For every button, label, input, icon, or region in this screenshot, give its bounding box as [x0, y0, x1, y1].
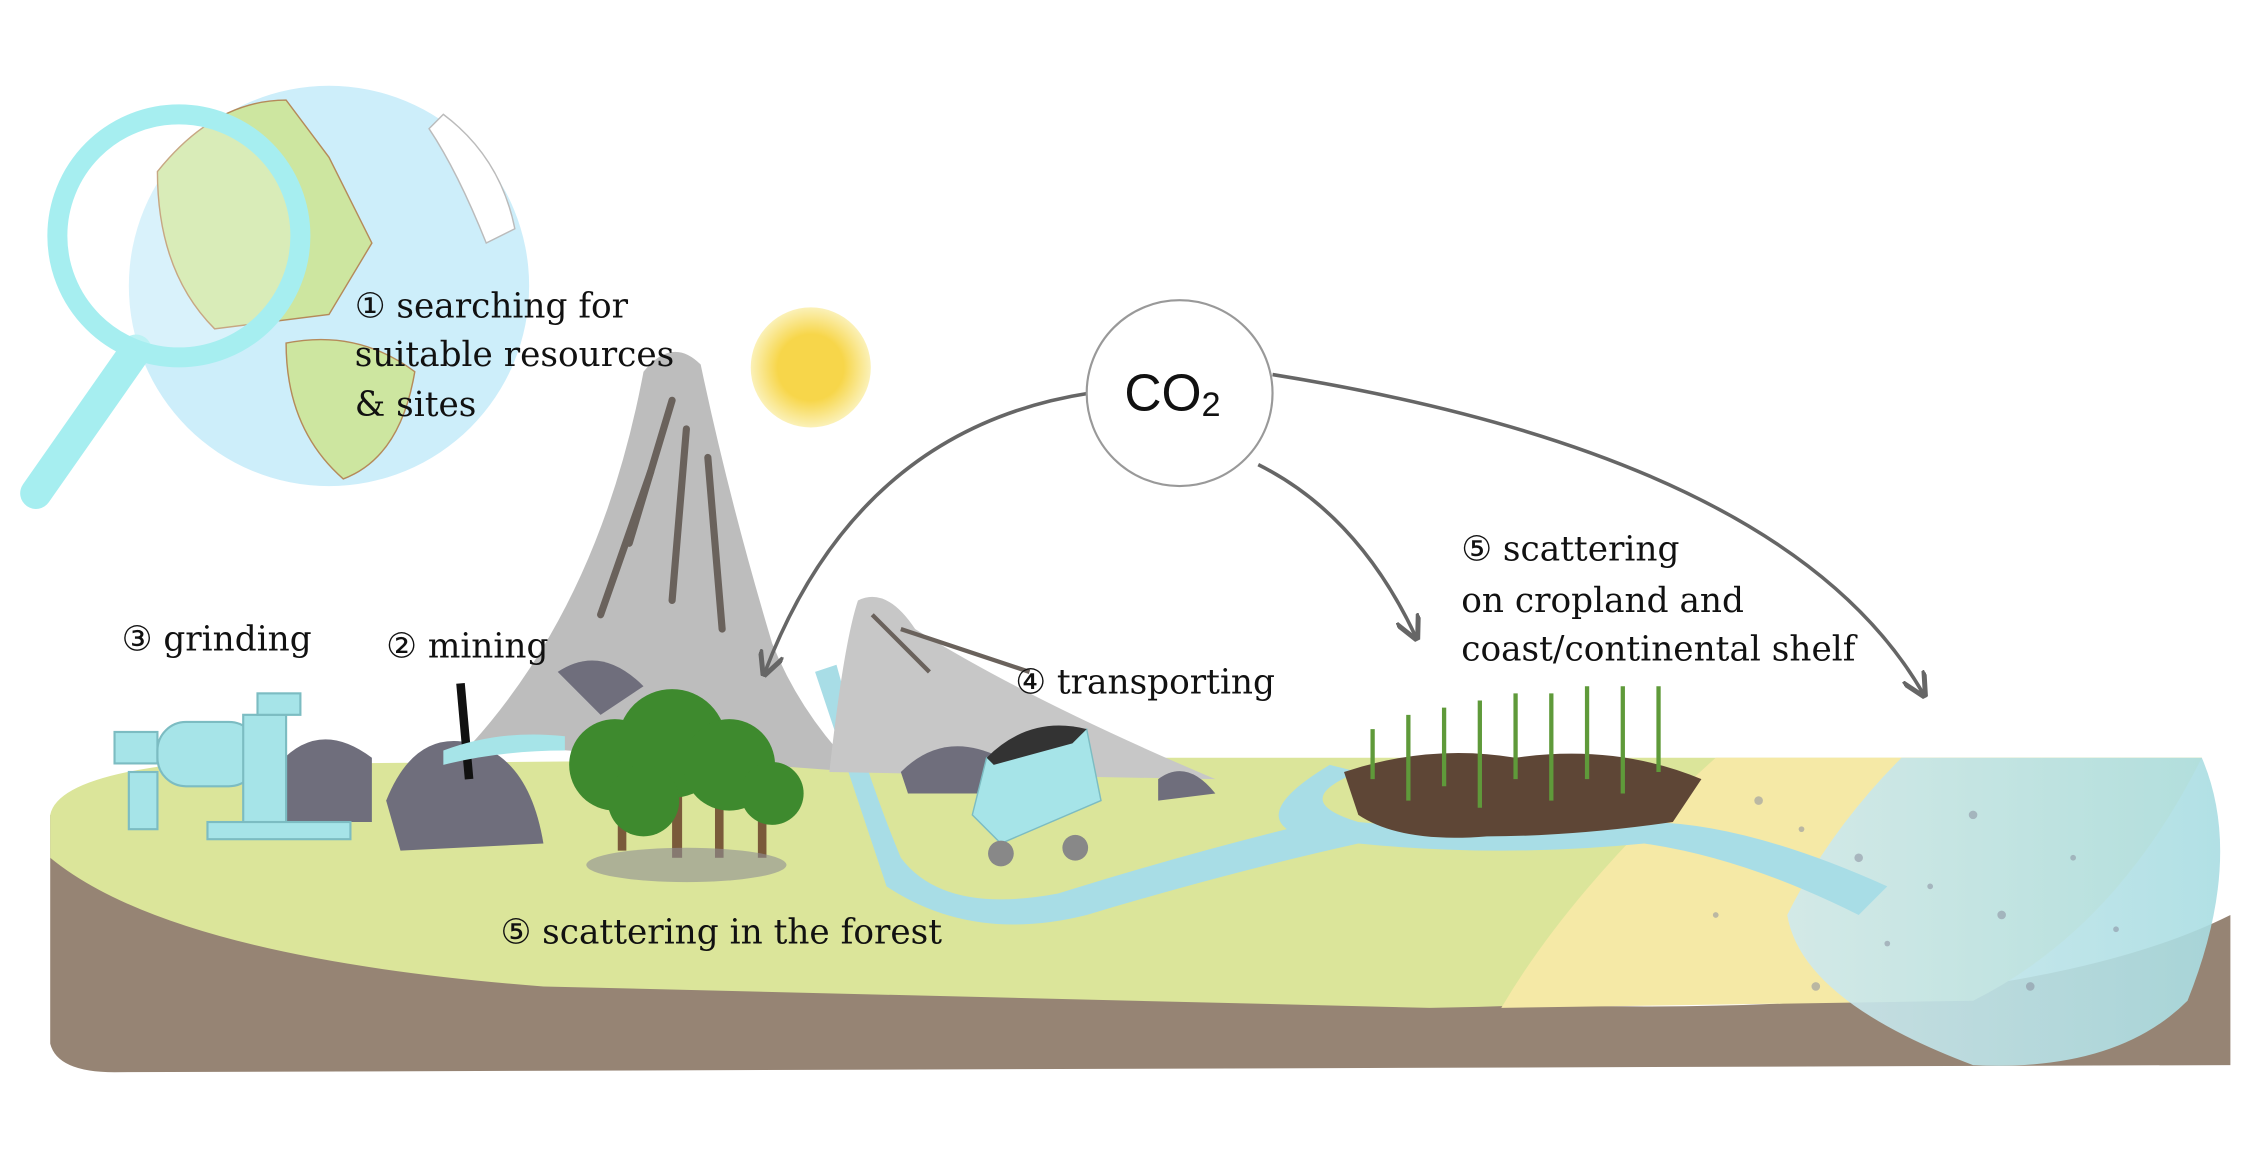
- globe-icon: [128, 85, 530, 487]
- label-mining: ② mining: [386, 627, 548, 667]
- scattered-rock-dust-coast: [1712, 796, 2119, 991]
- small-mountain-ridges: [870, 613, 1031, 674]
- label-line: ⑤ scattering: [1461, 529, 1679, 569]
- co2-bubble: [1085, 299, 1274, 488]
- label-line: coast/continental shelf: [1461, 629, 1857, 669]
- label-scattering-forest: ⑤ scattering in the forest: [501, 913, 943, 953]
- label-line: suitable resources: [355, 335, 675, 375]
- label-scattering-cropland: ⑤ scattering on cropland and coast/conti…: [1461, 529, 1857, 669]
- pickaxe-icon: [443, 682, 565, 780]
- grinding-mill-icon: [113, 692, 352, 841]
- label-transporting: ④ transporting: [1015, 662, 1275, 702]
- label-searching: ① searching for suitable resources & sit…: [355, 286, 675, 425]
- small-mountain: [829, 596, 1216, 780]
- river: [815, 664, 1888, 925]
- mountain-ridges: [597, 396, 726, 633]
- forest-trees: [569, 689, 804, 883]
- label-line: & sites: [355, 385, 477, 425]
- rock-piles: [271, 660, 1216, 851]
- label-line: on cropland and: [1461, 581, 1744, 621]
- dump-truck-icon: [971, 725, 1102, 867]
- cropland: [1344, 686, 1702, 838]
- label-line: ① searching for: [355, 286, 629, 326]
- co2-flow-arrows: [765, 372, 1923, 694]
- label-grinding: ③ grinding: [122, 619, 312, 659]
- sun-icon: [750, 307, 871, 428]
- soil-layer: [50, 814, 2231, 1073]
- co2-label: CO2: [1124, 363, 1220, 424]
- magnifier-icon: [20, 104, 311, 509]
